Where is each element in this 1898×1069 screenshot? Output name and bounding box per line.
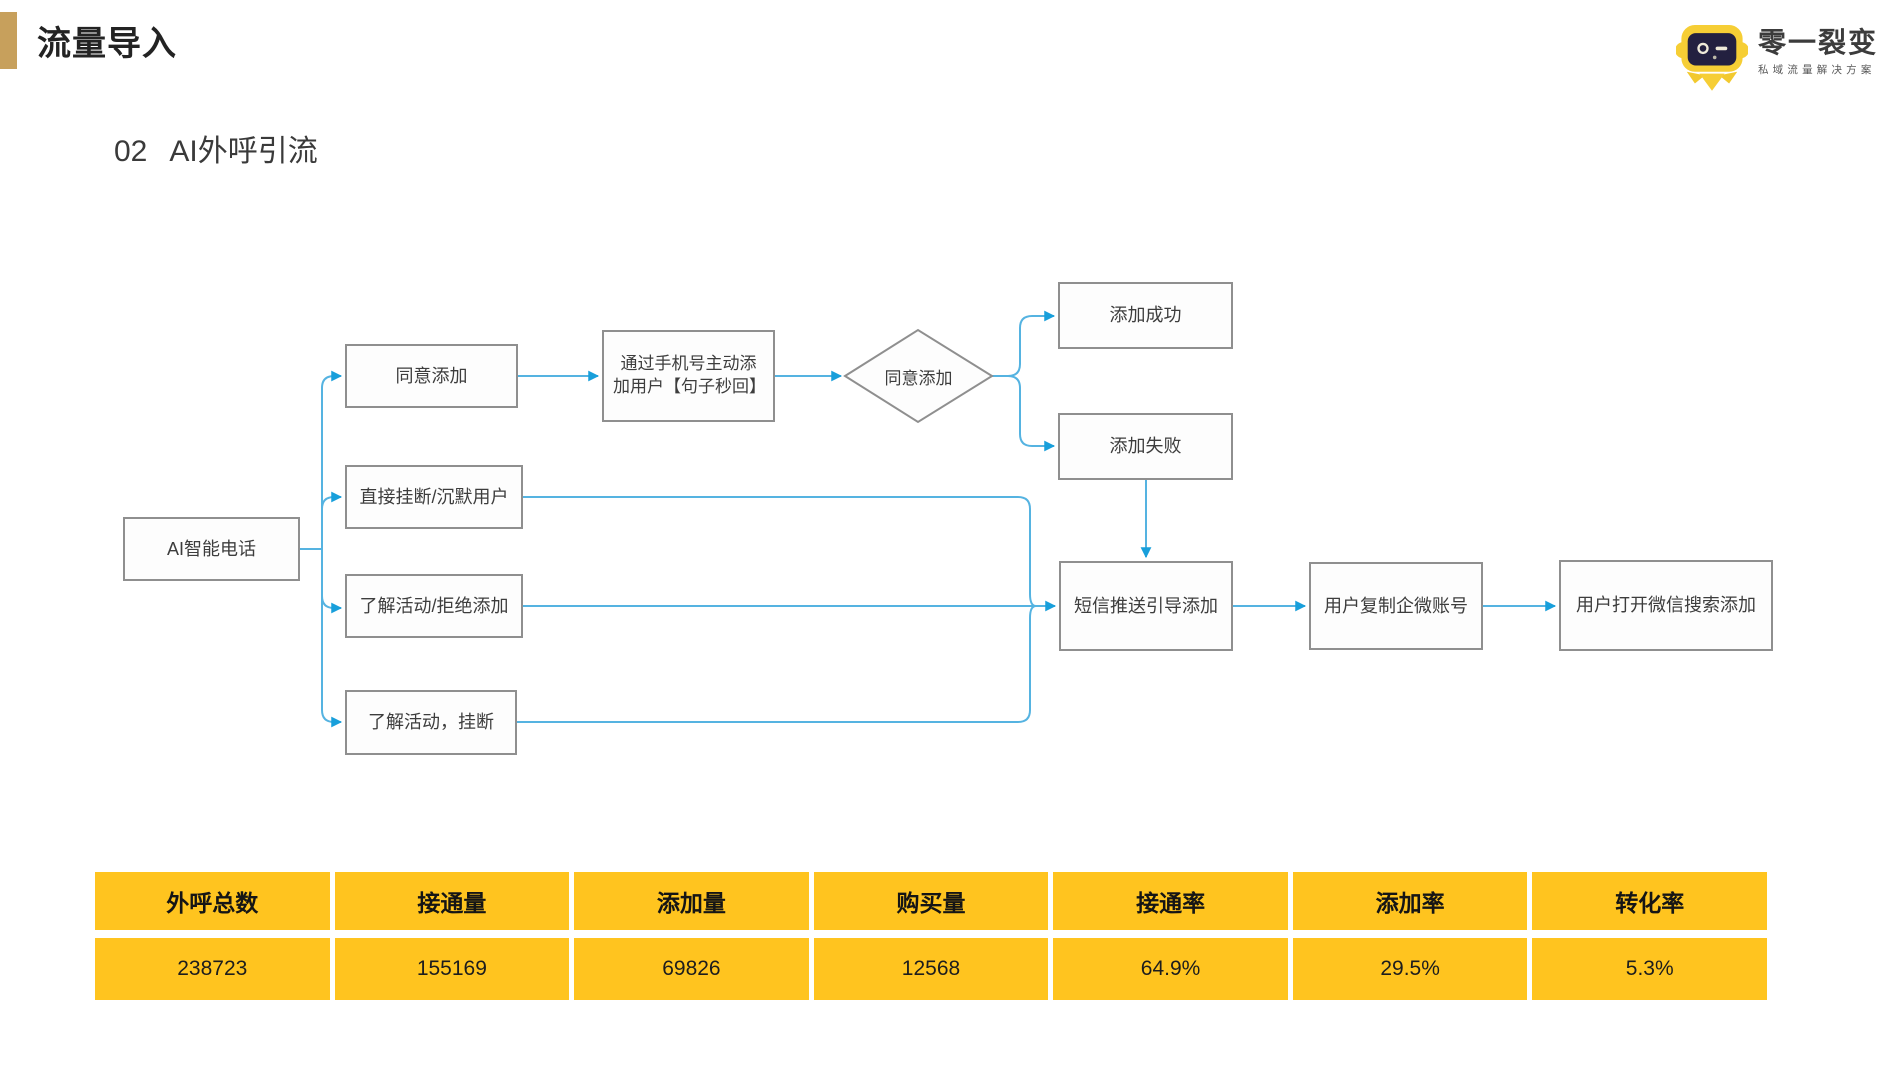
- value-cell-connected: 155169: [334, 938, 570, 1000]
- flowchart-connectors: [300, 310, 1557, 728]
- header-cell-total-calls: 外呼总数: [95, 872, 330, 930]
- decision-diamond-shape: [843, 328, 994, 424]
- value-cell-purchases: 12568: [813, 938, 1049, 1000]
- connector-diamond-success: [992, 310, 1056, 377]
- connector-to-knowhangup: [321, 549, 343, 728]
- node-decision-agree: 同意添加: [884, 368, 953, 388]
- header-cell-added: 添加量: [574, 872, 809, 930]
- section-title: AI外呼引流: [169, 135, 318, 168]
- connector-to-refuse: [321, 549, 343, 614]
- value-cell-added: 69826: [574, 938, 809, 1000]
- value-cell-total-calls: 238723: [95, 938, 330, 1000]
- node-start: AI智能电话: [123, 517, 300, 581]
- value-cell-add-rate: 29.5%: [1292, 938, 1528, 1000]
- node-add-via-phone: 通过手机号主动添加用户【句子秒回】: [602, 330, 775, 422]
- node-add-fail: 添加失败: [1058, 413, 1233, 480]
- connector-to-agree: [321, 370, 343, 549]
- node-know-hangup: 了解活动，挂断: [345, 690, 517, 755]
- node-add-success: 添加成功: [1058, 282, 1233, 349]
- node-agree-add: 同意添加: [345, 344, 518, 408]
- node-copy-account: 用户复制企微账号: [1309, 562, 1483, 650]
- header-cell-connect-rate: 接通率: [1053, 872, 1288, 930]
- connector-knowhangup-merge: [517, 605, 1037, 723]
- robot-icon: [1675, 25, 1748, 91]
- value-cell-convert-rate: 5.3%: [1532, 938, 1767, 1000]
- section-subtitle: 02 AI外呼引流: [114, 126, 318, 170]
- connector-to-hangup: [321, 491, 343, 549]
- value-cell-connect-rate: 64.9%: [1053, 938, 1288, 1000]
- connector-diamond-fail: [992, 375, 1056, 452]
- brand-name: 零一裂变: [1757, 26, 1878, 58]
- node-open-wechat: 用户打开微信搜索添加: [1559, 560, 1773, 651]
- node-sms-push: 短信推送引导添加: [1059, 561, 1233, 651]
- section-number: 02: [114, 135, 148, 168]
- connector-hangup-merge: [523, 496, 1037, 607]
- brand-tagline: 私域流量解决方案: [1757, 64, 1876, 77]
- node-know-refuse: 了解活动/拒绝添加: [345, 574, 523, 638]
- header-cell-convert-rate: 转化率: [1532, 872, 1767, 930]
- brand-logo: 零一裂变 私域流量解决方案: [1675, 12, 1878, 92]
- header-cell-connected: 接通量: [334, 872, 570, 930]
- metrics-value-row: 238723 155169 69826 12568 64.9% 29.5% 5.…: [95, 938, 1767, 1000]
- metrics-table: 外呼总数 接通量 添加量 购买量 接通率 添加率 转化率 238723 1551…: [95, 872, 1767, 1000]
- node-hangup-silent: 直接挂断/沉默用户: [345, 465, 523, 529]
- page-title: 流量导入: [37, 25, 177, 63]
- metrics-header-row: 外呼总数 接通量 添加量 购买量 接通率 添加率 转化率: [95, 872, 1767, 930]
- logo-text: 零一裂变 私域流量解决方案: [1758, 27, 1878, 77]
- header-cell-purchases: 购买量: [813, 872, 1049, 930]
- header-cell-add-rate: 添加率: [1292, 872, 1528, 930]
- title-accent-bar: [0, 12, 17, 69]
